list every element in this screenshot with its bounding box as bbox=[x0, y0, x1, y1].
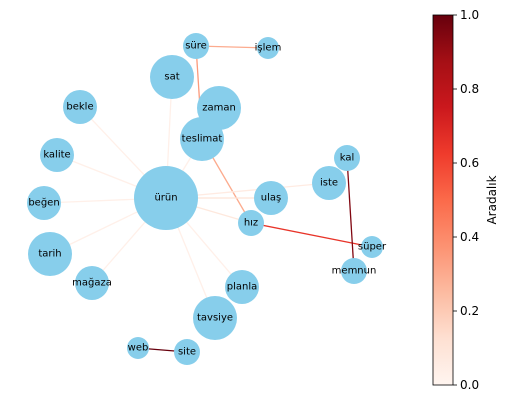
node-süper: süper bbox=[358, 236, 387, 258]
node-kalite: kalite bbox=[40, 138, 74, 172]
colorbar-tick-label: 0.8 bbox=[460, 82, 479, 96]
colorbar-ticks: 0.0 0.2 0.4 0.6 0.8 1.0 bbox=[453, 8, 479, 392]
node-site: site bbox=[174, 339, 200, 365]
node-circle bbox=[193, 296, 237, 340]
node-hız: hız bbox=[238, 210, 264, 236]
node-label: ulaş bbox=[261, 193, 281, 204]
node-işlem: işlem bbox=[255, 37, 282, 59]
colorbar-tick-label: 1.0 bbox=[460, 8, 479, 22]
node-circle bbox=[134, 166, 198, 230]
node-circle bbox=[27, 186, 61, 220]
node-beğen: beğen bbox=[27, 186, 61, 220]
node-label: tavsiye bbox=[197, 313, 233, 324]
node-label: hız bbox=[244, 218, 258, 229]
node-label: ürün bbox=[154, 193, 177, 204]
node-label: tarih bbox=[38, 249, 61, 260]
edge-hız-süper bbox=[250, 222, 373, 248]
colorbar: 0.0 0.2 0.4 0.6 0.8 1.0 Aradalık bbox=[432, 8, 499, 392]
node-ulaş: ulaş bbox=[254, 181, 288, 215]
node-circle bbox=[341, 258, 367, 284]
node-mağaza: mağaza bbox=[72, 266, 112, 300]
colorbar-gradient bbox=[432, 14, 454, 386]
colorbar-label: Aradalık bbox=[485, 175, 499, 224]
node-circle bbox=[225, 270, 259, 304]
node-label: kalite bbox=[43, 150, 70, 161]
node-label: planla bbox=[227, 282, 258, 293]
node-label: teslimat bbox=[182, 134, 223, 145]
node-memnun: memnun bbox=[332, 258, 377, 284]
node-tavsiye: tavsiye bbox=[193, 296, 237, 340]
node-ürün: ürün bbox=[134, 166, 198, 230]
node-label: zaman bbox=[202, 103, 236, 114]
node-planla: planla bbox=[225, 270, 259, 304]
node-label: beğen bbox=[28, 197, 59, 209]
node-tarih: tarih bbox=[28, 232, 72, 276]
node-circle bbox=[127, 337, 149, 359]
node-circle bbox=[334, 145, 360, 171]
nodes-layer: ürün sat süre işlem zaman teslimat bekle kalite… bbox=[27, 33, 387, 365]
node-circle bbox=[238, 210, 264, 236]
node-web: web bbox=[127, 337, 149, 359]
edge-kal-memnun bbox=[346, 157, 355, 272]
node-label: süre bbox=[185, 41, 207, 52]
node-label: iste bbox=[320, 178, 338, 189]
node-circle bbox=[257, 37, 279, 59]
node-circle bbox=[183, 33, 209, 59]
colorbar-tick-label: 0.6 bbox=[460, 156, 479, 170]
node-label: site bbox=[178, 347, 196, 358]
node-sat: sat bbox=[150, 55, 194, 99]
node-label: mağaza bbox=[72, 277, 112, 289]
node-circle bbox=[40, 138, 74, 172]
node-süre: süre bbox=[183, 33, 209, 59]
colorbar-tick-label: 0.0 bbox=[460, 378, 479, 392]
node-label: işlem bbox=[255, 43, 282, 54]
node-circle bbox=[150, 55, 194, 99]
node-label: bekle bbox=[66, 102, 93, 113]
node-circle bbox=[254, 181, 288, 215]
node-circle bbox=[63, 90, 97, 124]
colorbar-tick-label: 0.4 bbox=[460, 230, 479, 244]
node-label: süper bbox=[358, 242, 387, 253]
node-label: sat bbox=[164, 72, 179, 83]
node-label: web bbox=[128, 343, 149, 354]
colorbar-tick-label: 0.2 bbox=[460, 304, 479, 318]
node-circle bbox=[75, 266, 109, 300]
node-bekle: bekle bbox=[63, 90, 97, 124]
node-circle bbox=[180, 117, 224, 161]
node-label: memnun bbox=[332, 266, 377, 277]
node-iste: iste bbox=[312, 166, 346, 200]
node-kal: kal bbox=[334, 145, 360, 171]
node-circle bbox=[361, 236, 383, 258]
node-teslimat: teslimat bbox=[180, 117, 224, 161]
node-circle bbox=[312, 166, 346, 200]
node-label: kal bbox=[340, 153, 355, 164]
node-circle bbox=[174, 339, 200, 365]
node-circle bbox=[28, 232, 72, 276]
